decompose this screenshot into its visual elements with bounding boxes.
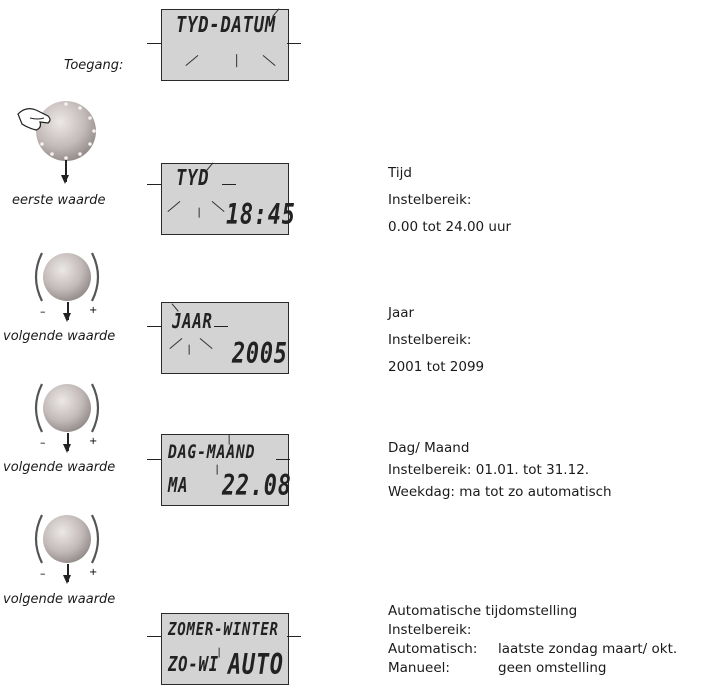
svg-text:+: + <box>89 436 97 447</box>
step-label-3: volgende waarde <box>3 460 116 475</box>
lcd-top-text: ZOMER-WINTER <box>168 619 279 640</box>
desc-title: Dag/ Maand <box>388 440 470 456</box>
lcd-top-text: TYD-DATUM <box>176 13 277 38</box>
rotary-knob-icon[interactable]: – + <box>32 507 102 580</box>
lcd-display-day-month: DAG-MAAND MA 22.08 <box>161 434 292 506</box>
lcd-top-text: DAG-MAAND <box>168 441 256 463</box>
down-arrow-icon <box>62 160 68 184</box>
description-day-month: Dag/ Maand Instelbereik: 01.01. tot 31.1… <box>388 437 612 503</box>
lcd-bottom-left-text: ZO-WI <box>168 652 219 676</box>
description-dst: Automatische tijdomstelling Instelbereik… <box>388 602 677 678</box>
lcd-display-time: TYD 18:45 <box>161 162 295 235</box>
desc-line: Instelbereik: <box>388 622 472 638</box>
desc-line: Instelbereik: <box>388 192 472 208</box>
push-knob-icon[interactable] <box>17 96 118 166</box>
step-label-1: eerste waarde <box>12 193 106 208</box>
description-time: Tijd Instelbereik: 0.00 tot 24.00 uur <box>388 160 511 241</box>
step-label-2: volgende waarde <box>3 329 116 344</box>
step-label-4: volgende waarde <box>3 592 116 607</box>
desc-row-manual: Manueel: geen omstelling <box>388 659 677 678</box>
lcd-bottom-left-text: MA <box>168 473 189 497</box>
desc-line: 2001 tot 2099 <box>388 359 485 375</box>
lcd-display-summer-winter: ZOMER-WINTER ZO-WI AUTO <box>161 613 289 685</box>
rotary-knob-icon[interactable]: – + <box>32 376 102 449</box>
down-arrow-icon <box>64 433 70 453</box>
lcd-bottom-right-text: AUTO <box>228 648 284 681</box>
desc-title: Tijd <box>388 165 412 181</box>
description-year: Jaar Instelbereik: 2001 tot 2099 <box>388 300 484 381</box>
svg-text:+: + <box>89 305 97 316</box>
desc-line: Weekdag: ma tot zo automatisch <box>388 484 612 500</box>
lcd-bottom-right-text: 22.08 <box>222 469 292 502</box>
lcd-bottom-right-text: 18:45 <box>226 198 296 231</box>
down-arrow-icon <box>64 564 70 584</box>
svg-text:–: – <box>40 567 46 580</box>
down-arrow-icon <box>64 302 70 322</box>
lcd-top-text: TYD <box>176 166 210 191</box>
desc-line: Instelbereik: <box>388 332 472 348</box>
svg-text:–: – <box>40 305 46 318</box>
lcd-top-text: JAAR <box>172 309 213 333</box>
desc-row-key: Manueel: <box>388 660 450 676</box>
desc-row-automatic: Automatisch: laatste zondag maart/ okt. <box>388 640 677 659</box>
lcd-display-year: JAAR 2005 <box>161 302 289 374</box>
lcd-bottom-right-text: 2005 <box>232 337 288 370</box>
svg-text:+: + <box>89 567 97 578</box>
rotary-knob-icon[interactable]: – + <box>32 245 102 318</box>
desc-line: 0.00 tot 24.00 uur <box>388 219 512 235</box>
svg-text:–: – <box>40 436 46 449</box>
desc-row-key: Automatisch: <box>388 641 478 657</box>
lcd-display-time-date: TYD-DATUM <box>161 8 289 81</box>
desc-row-value: geen omstelling <box>498 660 607 676</box>
desc-title: Automatische tijdomstelling <box>388 603 578 619</box>
desc-row-value: laatste zondag maart/ okt. <box>498 641 678 657</box>
access-label: Toegang: <box>64 58 124 73</box>
desc-title: Jaar <box>388 305 415 321</box>
desc-line: Instelbereik: 01.01. tot 31.12. <box>388 462 590 478</box>
